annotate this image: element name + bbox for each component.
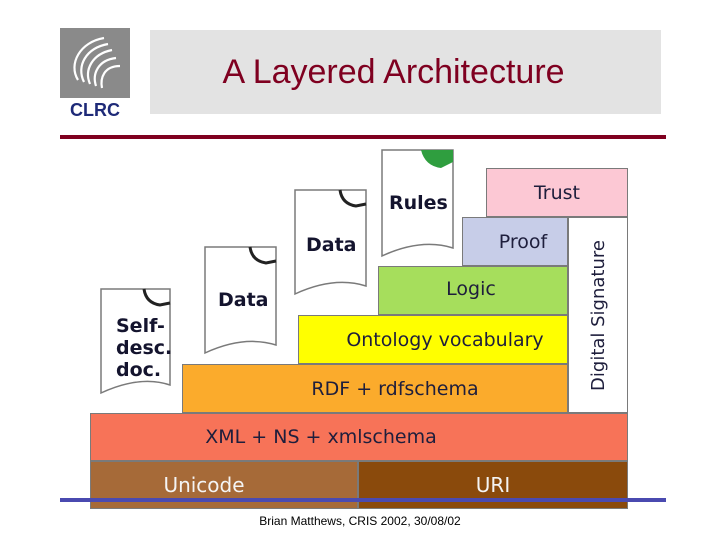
digital-signature-layer: Digital Signature [568, 217, 628, 413]
footer-divider [60, 498, 666, 502]
xml-layer: XML + NS + xmlschema [90, 413, 628, 461]
logic-label: Logic [446, 277, 496, 300]
rdf-layer: RDF + rdfschema [182, 364, 568, 413]
xml-label: XML + NS + xmlschema [205, 426, 437, 448]
title-banner: A Layered Architecture [150, 30, 661, 114]
data-label-2: Data [306, 234, 357, 256]
footer-caption: Brian Matthews, CRIS 2002, 30/08/02 [259, 514, 461, 528]
data-doc-2: Data [294, 188, 370, 300]
digital-signature-label: Digital Signature [587, 239, 609, 391]
title-divider [60, 135, 666, 139]
clrc-logo: CLRC [58, 28, 132, 120]
logo-text: CLRC [70, 100, 120, 120]
proof-label: Proof [498, 230, 548, 253]
rules-doc: Rules [381, 148, 457, 260]
unicode-label: Unicode [163, 473, 245, 497]
trust-layer: Trust [486, 168, 628, 217]
uri-label: URI [475, 473, 511, 497]
trust-label: Trust [533, 181, 580, 204]
self-desc-line-3: doc. [116, 359, 162, 381]
self-desc-line-2: desc. [116, 337, 173, 359]
self-desc-line-1: Self- [116, 315, 165, 337]
rdf-label: RDF + rdfschema [311, 377, 479, 400]
proof-layer: Proof [462, 217, 568, 266]
rules-label: Rules [389, 192, 448, 214]
logic-layer: Logic [378, 266, 568, 315]
self-desc-doc: Self- desc. doc. [100, 285, 176, 397]
ontology-layer: Ontology vocabulary [298, 315, 568, 364]
page-title: A Layered Architecture [222, 52, 565, 91]
data-doc-1: Data [204, 245, 280, 357]
data-label-1: Data [218, 289, 269, 311]
ontology-label: Ontology vocabulary [346, 328, 544, 351]
